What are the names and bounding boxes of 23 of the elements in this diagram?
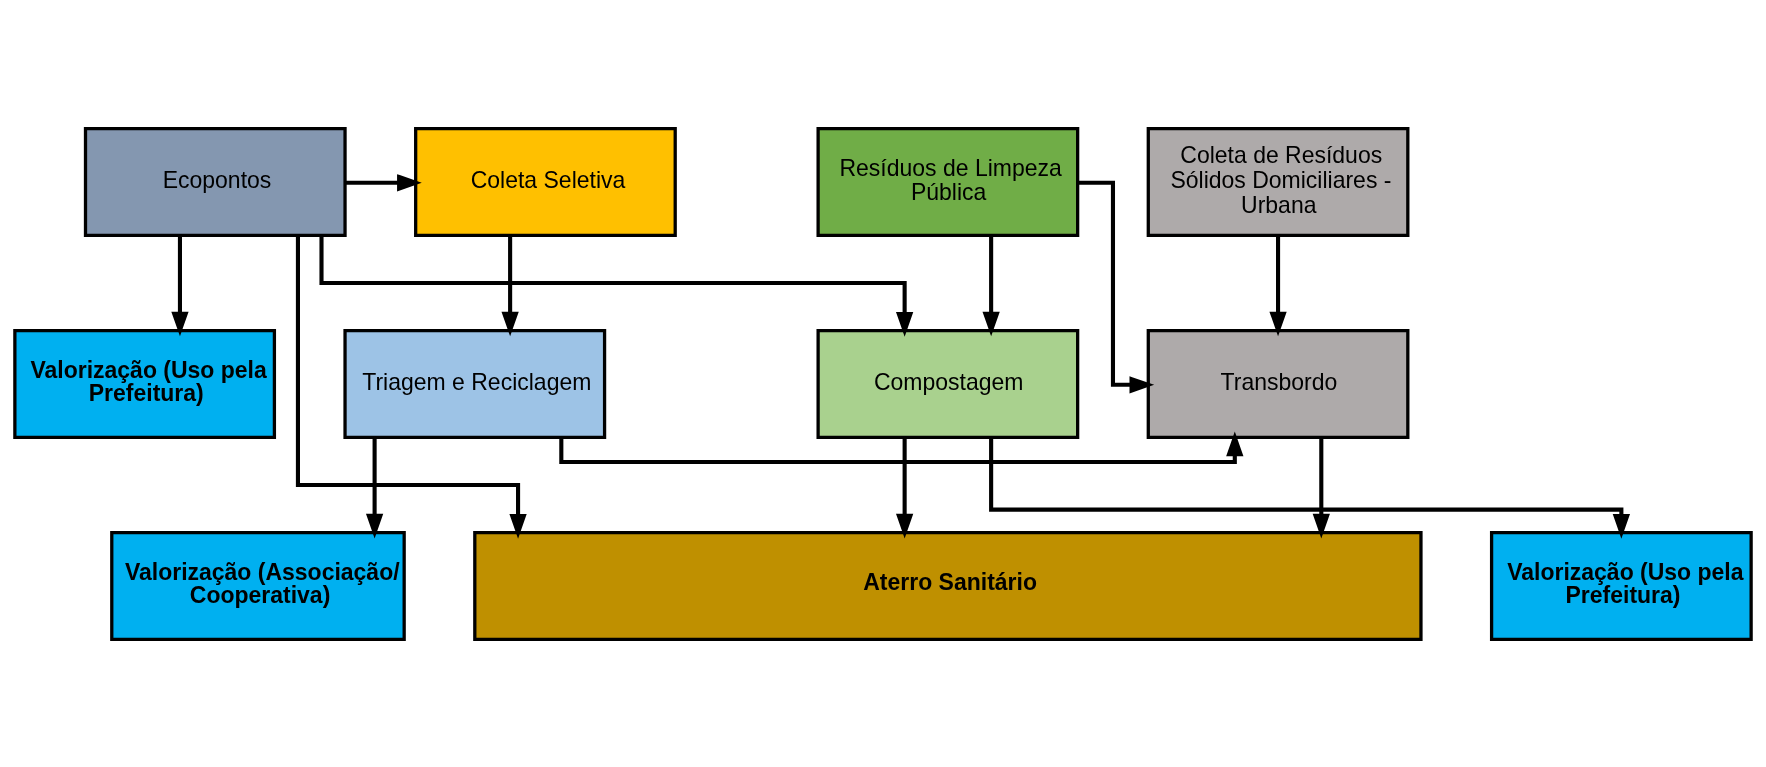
node-box: Coleta Seletiva	[414, 126, 677, 237]
arrow	[171, 235, 189, 336]
arrow	[365, 437, 384, 538]
node-box: Valorização (Associação/ Cooperativa)	[110, 530, 406, 641]
node-box: Ecopontos	[83, 126, 347, 237]
arrow	[896, 437, 914, 538]
node-box: Valorização (Uso pela Prefeitura)	[1489, 530, 1753, 641]
node-box: Valorização (Uso pela Prefeitura)	[13, 328, 277, 439]
arrow	[1077, 180, 1155, 393]
arrow	[982, 235, 1000, 336]
arrow	[1312, 437, 1330, 538]
arrow	[319, 234, 914, 337]
arrow	[989, 437, 1630, 539]
arrow	[501, 235, 519, 336]
node-box: Coleta de Resíduos Sólidos Domiciliares - Urbana	[1146, 126, 1410, 237]
node-box: Compostagem	[816, 328, 1080, 439]
node-box: Transbordo	[1146, 328, 1410, 439]
arrow	[295, 234, 527, 539]
node-box: Resíduos de Limpeza Pública	[816, 126, 1080, 237]
arrow	[1269, 235, 1287, 336]
arrow	[345, 173, 422, 191]
node-box: Triagem e Reciclagem	[343, 328, 607, 439]
node-box: Aterro Sanitário	[473, 530, 1423, 641]
